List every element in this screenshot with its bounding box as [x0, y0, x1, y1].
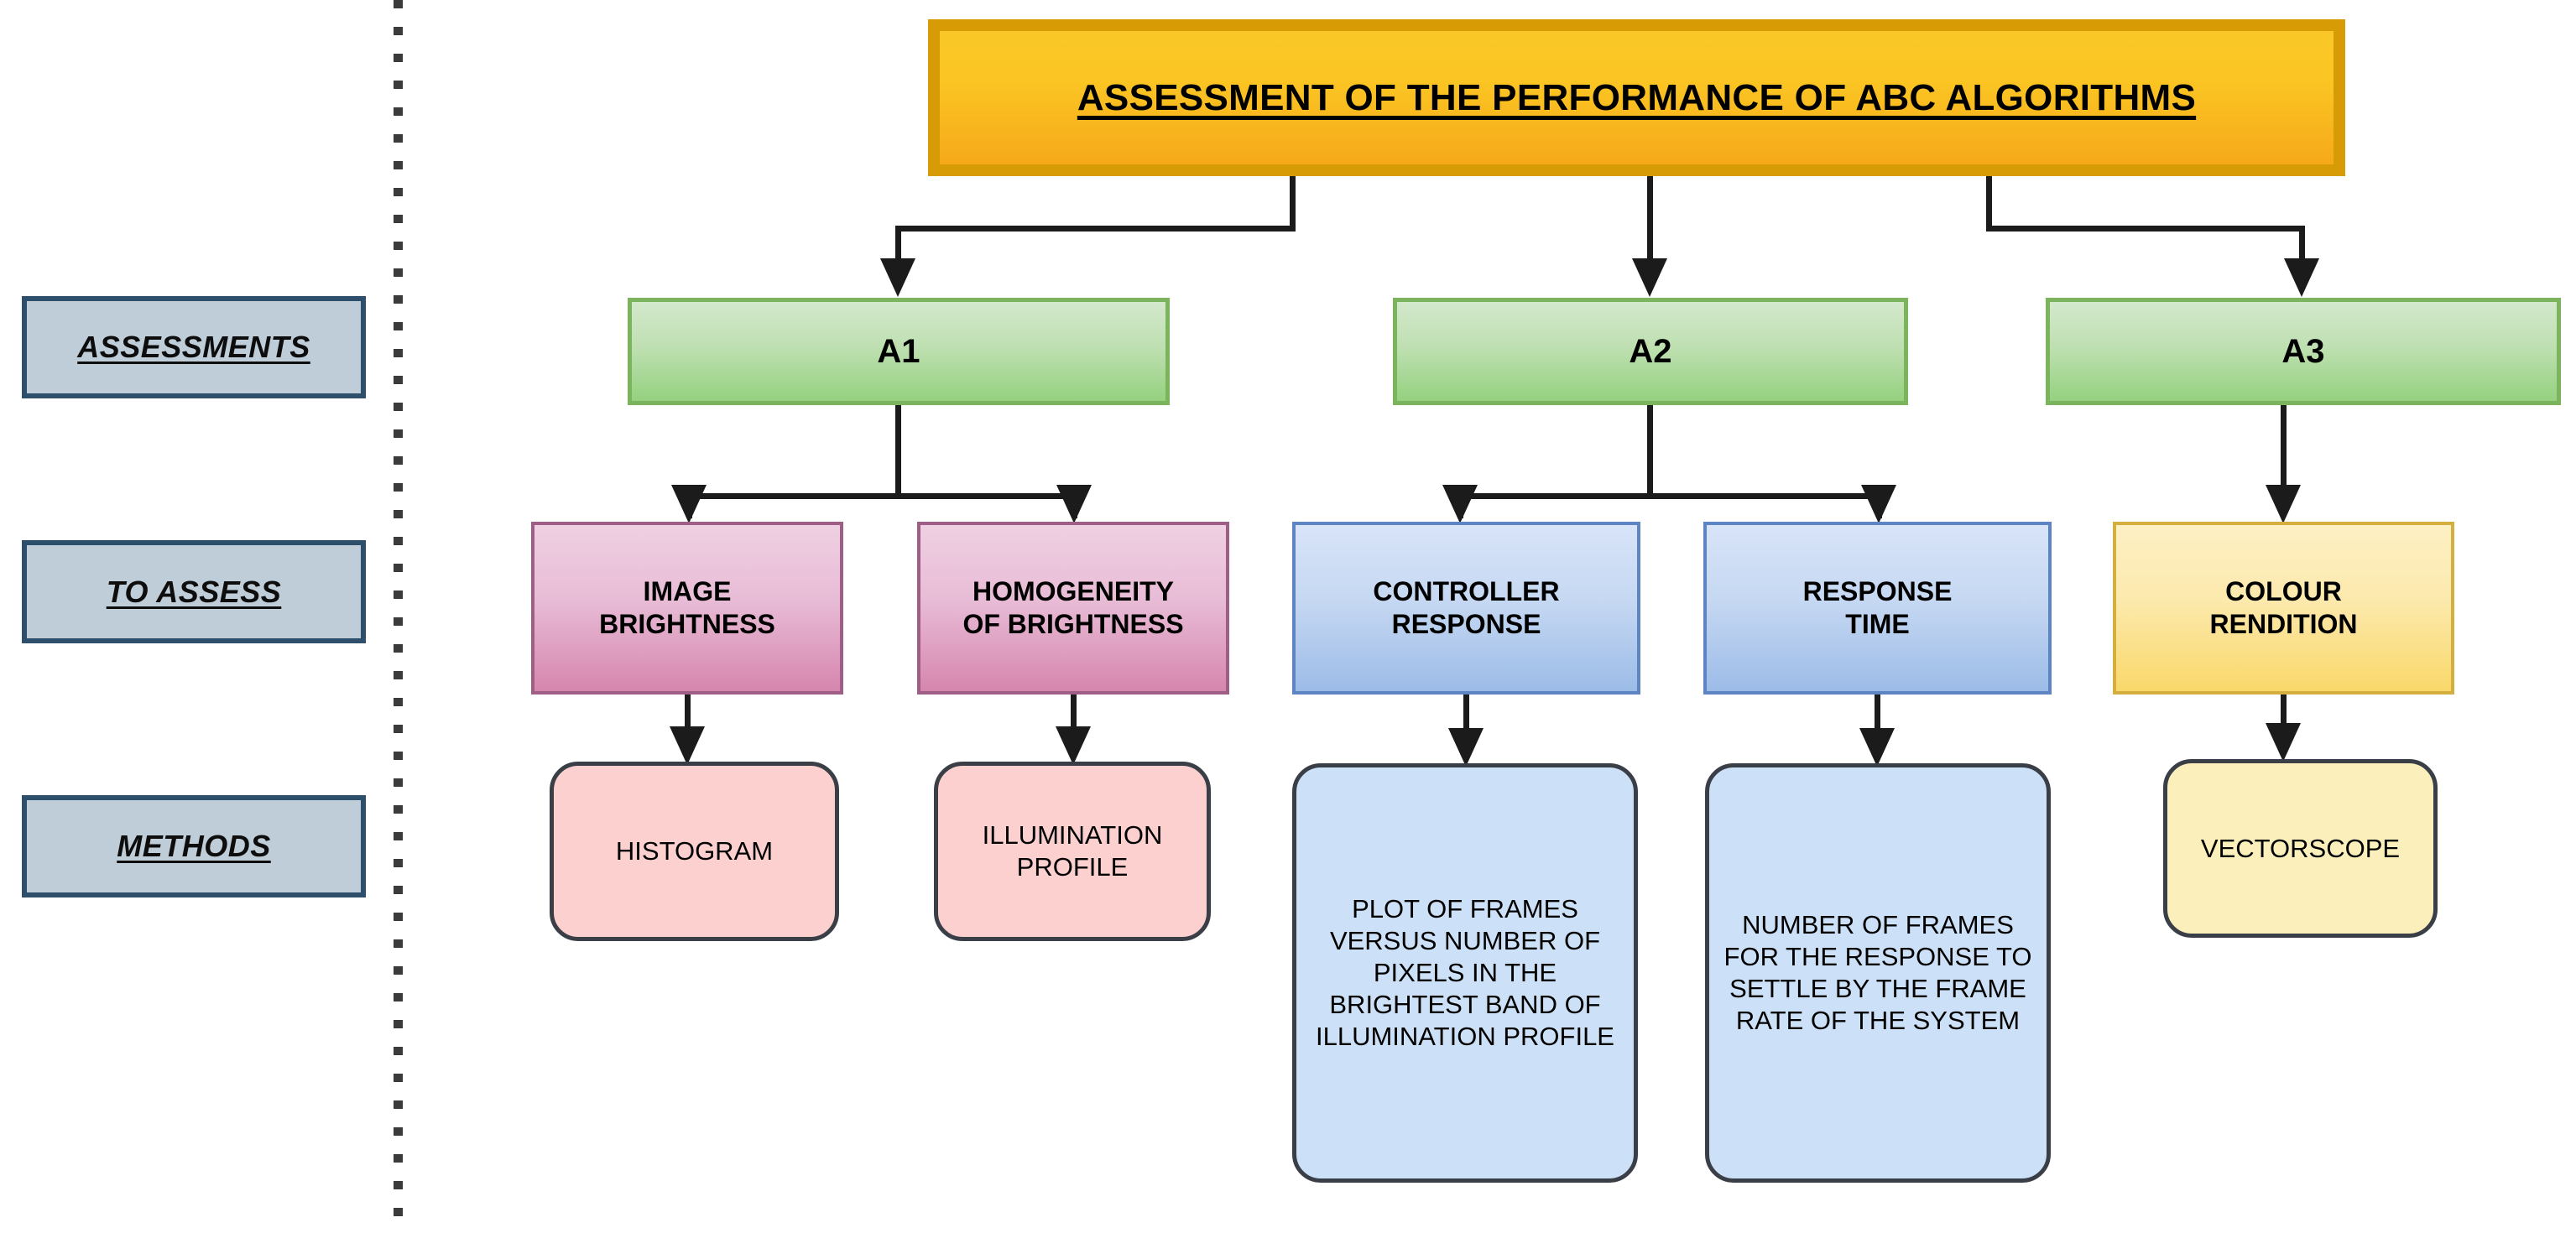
arrowhead-a1-image-brightness — [671, 485, 707, 523]
to-assess-node-colour-rendition-label: COLOUR RENDITION — [2202, 575, 2366, 641]
connector-title-a3-drop — [2299, 226, 2305, 264]
arrowhead-controller-response-plot-of-frames — [1448, 728, 1484, 767]
to-assess-node-image-brightness-label: IMAGE BRIGHTNESS — [591, 575, 784, 641]
to-assess-node-response-time[interactable]: RESPONSE TIME — [1703, 522, 2052, 695]
to-assess-node-homogeneity-label: HOMOGENEITY OF BRIGHTNESS — [954, 575, 1192, 641]
connector-title-a3-stem — [1986, 176, 1992, 232]
arrowhead-homogeneity-illumination-profile — [1056, 726, 1091, 765]
homogeneity-line1: HOMOGENEITY — [972, 575, 1174, 606]
connector-controller-response-plot-of-frames — [1463, 695, 1469, 738]
diagram-title-box: ASSESSMENT OF THE PERFORMANCE OF ABC ALG… — [928, 19, 2345, 176]
arrowhead-a2-response-time — [1861, 485, 1896, 523]
assessment-node-a3[interactable]: A3 — [2046, 298, 2561, 405]
diagram-title-text: ASSESSMENT OF THE PERFORMANCE OF ABC ALG… — [1077, 76, 2197, 118]
image-brightness-line2: BRIGHTNESS — [599, 609, 775, 639]
connector-image-brightness-histogram — [685, 695, 691, 735]
to-assess-node-controller-response[interactable]: CONTROLLER RESPONSE — [1292, 522, 1640, 695]
to-assess-node-image-brightness[interactable]: IMAGE BRIGHTNESS — [531, 522, 843, 695]
assessment-node-a2-label: A2 — [1629, 332, 1672, 370]
arrowhead-a1-homogeneity — [1056, 485, 1092, 523]
connector-homogeneity-illumination-profile — [1071, 695, 1077, 735]
method-node-number-of-frames[interactable]: NUMBER OF FRAMES FOR THE RESPONSE TO SET… — [1705, 763, 2051, 1183]
response-time-line1: RESPONSE — [1802, 575, 1953, 606]
colour-rendition-line1: COLOUR — [2225, 575, 2342, 606]
connector-colour-rendition-vectorscope — [2281, 695, 2287, 731]
method-node-vectorscope-label: VECTORSCOPE — [2200, 833, 2401, 863]
arrowhead-title-a1 — [880, 258, 915, 297]
method-node-plot-of-frames[interactable]: PLOT OF FRAMES VERSUS NUMBER OF PIXELS I… — [1292, 763, 1638, 1183]
assessment-node-a1-label: A1 — [877, 332, 920, 370]
arrowhead-a3-colour-rendition — [2266, 485, 2301, 523]
row-label-to-assess-text: TO ASSESS — [106, 574, 282, 609]
dotted-divider — [394, 0, 403, 1233]
row-label-assessments: ASSESSMENTS — [22, 296, 366, 398]
response-time-line2: TIME — [1845, 609, 1910, 639]
arrowhead-title-a2 — [1632, 258, 1667, 297]
arrowhead-title-a3 — [2284, 258, 2319, 297]
method-node-plot-of-frames-label: PLOT OF FRAMES VERSUS NUMBER OF PIXELS I… — [1316, 894, 1614, 1051]
to-assess-node-homogeneity-of-brightness[interactable]: HOMOGENEITY OF BRIGHTNESS — [917, 522, 1229, 695]
to-assess-node-response-time-label: RESPONSE TIME — [1795, 575, 1961, 641]
connector-a3-stem — [2281, 405, 2287, 493]
connector-title-a1-stem — [1290, 176, 1296, 232]
connector-title-a2-stem — [1647, 176, 1653, 264]
connector-title-a1-horizontal — [895, 226, 1296, 232]
connector-a2-stem — [1647, 405, 1653, 499]
row-label-methods: METHODS — [22, 795, 366, 897]
assessment-node-a2[interactable]: A2 — [1393, 298, 1908, 405]
method-node-illumination-profile-label: ILLUMINATION PROFILE — [982, 820, 1163, 882]
arrowhead-response-time-number-of-frames — [1859, 728, 1895, 767]
method-node-vectorscope[interactable]: VECTORSCOPE — [2163, 759, 2438, 938]
to-assess-node-controller-response-label: CONTROLLER RESPONSE — [1364, 575, 1567, 641]
connector-title-a3-horizontal — [1986, 226, 2305, 232]
method-node-illumination-profile[interactable]: ILLUMINATION PROFILE — [934, 762, 1211, 941]
homogeneity-line2: OF BRIGHTNESS — [962, 609, 1184, 639]
to-assess-node-colour-rendition[interactable]: COLOUR RENDITION — [2113, 522, 2454, 695]
controller-response-line1: CONTROLLER — [1373, 575, 1560, 606]
arrowhead-a2-controller-response — [1442, 485, 1478, 523]
controller-response-line2: RESPONSE — [1391, 609, 1541, 639]
method-node-histogram[interactable]: HISTOGRAM — [550, 762, 839, 941]
image-brightness-line1: IMAGE — [643, 575, 732, 606]
connector-response-time-number-of-frames — [1875, 695, 1880, 738]
row-label-assessments-text: ASSESSMENTS — [77, 330, 310, 364]
method-node-histogram-label: HISTOGRAM — [615, 836, 774, 866]
arrowhead-colour-rendition-vectorscope — [2266, 723, 2301, 762]
connector-a1-horizontal — [686, 493, 1077, 499]
colour-rendition-line2: RENDITION — [2209, 609, 2358, 639]
assessment-node-a1[interactable]: A1 — [628, 298, 1170, 405]
connector-title-a1-drop — [895, 226, 901, 264]
assessment-node-a3-label: A3 — [2281, 332, 2325, 370]
method-node-number-of-frames-label: NUMBER OF FRAMES FOR THE RESPONSE TO SET… — [1723, 910, 2032, 1035]
row-label-methods-text: METHODS — [117, 829, 271, 863]
connector-a2-horizontal — [1457, 493, 1882, 499]
connector-a1-stem — [895, 405, 901, 499]
arrowhead-image-brightness-histogram — [670, 726, 705, 765]
row-label-to-assess: TO ASSESS — [22, 540, 366, 643]
